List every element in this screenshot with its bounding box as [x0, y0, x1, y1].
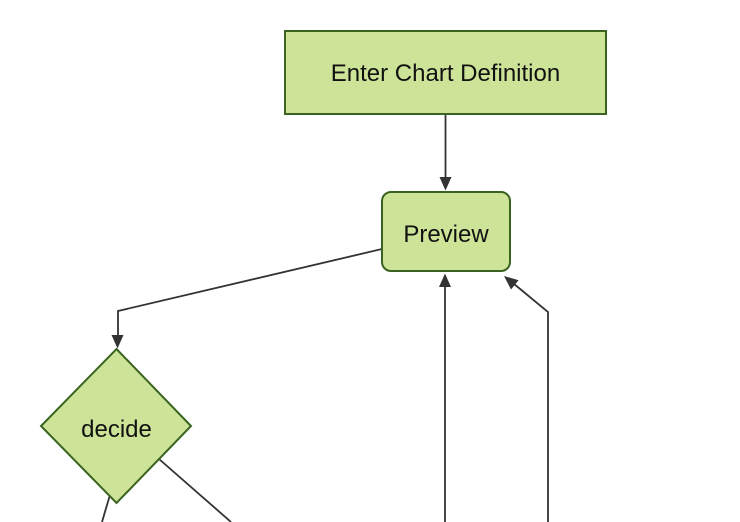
arrowhead-into-preview-top-icon	[439, 177, 452, 191]
edge-layer	[101, 114, 549, 522]
edge-bottom-right-to-preview	[512, 282, 549, 522]
edge-preview-to-decide	[117, 248, 383, 336]
decide-label: decide	[81, 416, 152, 443]
arrowhead-into-preview-corner-icon	[504, 276, 519, 290]
node-decide: decide	[39, 347, 193, 505]
enter-chart-definition-label: Enter Chart Definition	[331, 60, 560, 87]
decide-diamond	[39, 347, 193, 505]
node-enter-chart-definition: Enter Chart Definition	[284, 30, 607, 115]
edge-decide-to-bottom-left	[101, 496, 111, 522]
node-preview: Preview	[381, 191, 511, 272]
arrowhead-into-preview-bottom-icon	[439, 273, 451, 287]
preview-label: Preview	[403, 221, 489, 248]
arrowhead-into-decide-top-icon	[111, 335, 124, 349]
enter-chart-definition-box	[284, 30, 607, 115]
preview-box	[381, 191, 511, 272]
edge-decide-to-bottom-right	[158, 458, 232, 522]
